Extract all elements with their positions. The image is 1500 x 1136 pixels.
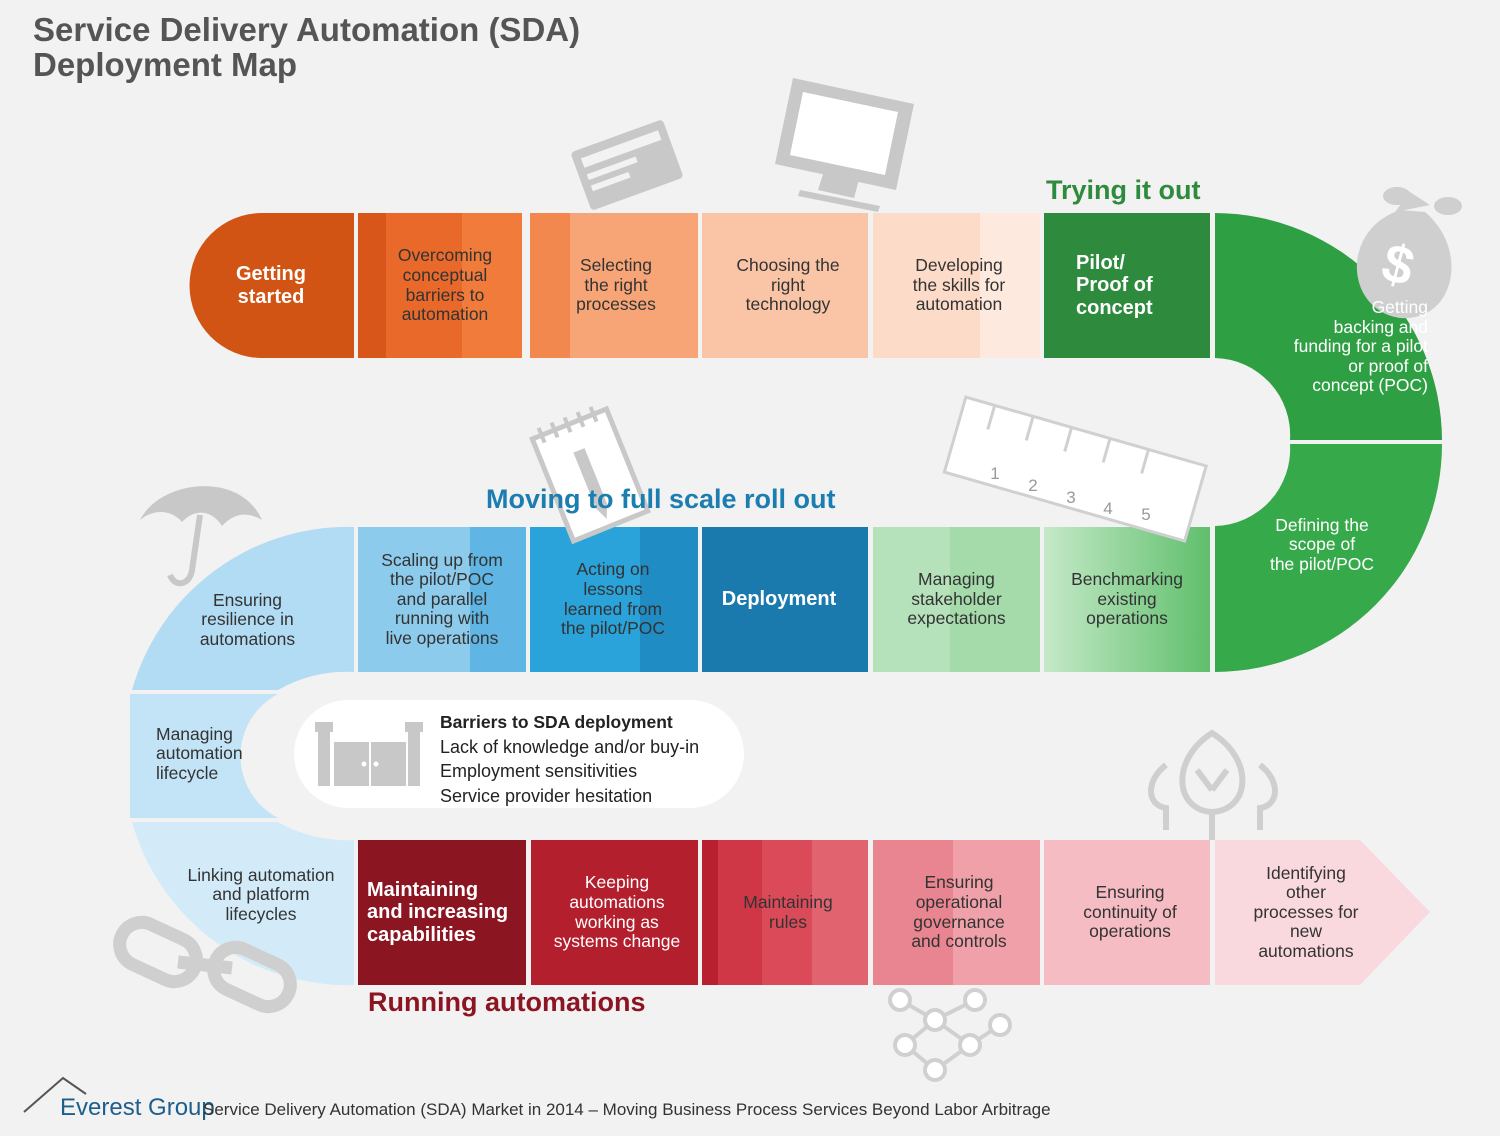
step-benchmarking-shape — [1044, 527, 1210, 672]
phase-running-label: Running automations — [368, 987, 646, 1017]
step-pilot-shape — [1044, 213, 1210, 358]
step-label: Identifying other processes for new auto… — [1253, 862, 1359, 961]
barrier-item: Employment sensitivities — [440, 761, 638, 781]
monitor-icon — [775, 78, 914, 212]
gate-icon — [315, 722, 423, 786]
step-identifying-arrow-shape — [1215, 840, 1430, 985]
ruler-number: 3 — [1066, 488, 1076, 508]
umbrella-icon — [140, 486, 262, 587]
step-label: Defining the scope of the pilot/POC — [1269, 514, 1375, 574]
step-continuity-shape — [1044, 840, 1210, 985]
step-label: Getting started — [236, 263, 306, 308]
network-icon — [888, 988, 1012, 1082]
ruler-icon — [942, 395, 1209, 543]
ruler-number: 2 — [1028, 476, 1038, 496]
step-getting-started-shape — [189, 213, 354, 358]
step-defining-scope-shape — [1215, 444, 1442, 672]
step-label: Deployment — [721, 588, 837, 611]
step-resilience-shape — [132, 526, 354, 690]
step-label: Maintaining and increasing capabilities — [367, 878, 509, 946]
step-linking-shape — [132, 822, 354, 986]
step-label: Linking automation and platform lifecycl… — [187, 864, 335, 924]
trees-icon — [1148, 729, 1278, 840]
everest-group-logo: Everest Group — [60, 1094, 215, 1121]
step-label: Ensuring operational governance and cont… — [911, 872, 1007, 952]
step-keeping-shape — [531, 840, 698, 985]
barrier-item: Service provider hesitation — [440, 785, 653, 806]
phase-rollout-label: Moving to full scale roll out — [486, 484, 836, 514]
step-label: Choosing the right technology — [736, 255, 840, 315]
step-maintaining-cap-shape — [358, 840, 526, 985]
phase-trying-label: Trying it out — [1046, 175, 1201, 205]
everest-logo-mark — [23, 1076, 87, 1113]
step-label: Ensuring resilience in automations — [199, 589, 296, 649]
step-funding-shape — [1215, 213, 1442, 440]
step-label: Keeping automations working as systems c… — [553, 872, 681, 952]
step-deployment-shape — [702, 527, 868, 672]
barrier-item: Lack of knowledge and/or buy-in — [440, 736, 700, 757]
notepad-icon — [529, 405, 651, 545]
money-bag-icon: $ — [1356, 187, 1462, 319]
ruler-number: 1 — [990, 464, 1000, 484]
step-4-shape — [702, 213, 868, 358]
step-label: Managing automation lifecycle — [156, 723, 243, 783]
step-label: Developing the skills for automation — [912, 255, 1006, 315]
step-label: Pilot/ Proof of concept — [1076, 251, 1153, 319]
barriers-list: Barriers to SDA deployment Lack of knowl… — [440, 710, 699, 808]
footer-text: Service Delivery Automation (SDA) Market… — [203, 1100, 1051, 1119]
step-label: Getting backing and funding for a pilot … — [1293, 297, 1428, 396]
step-label: Maintaining rules — [743, 891, 833, 932]
ruler-number: 4 — [1103, 499, 1113, 519]
step-label: Ensuring continuity of operations — [1083, 882, 1177, 942]
ruler-number: 5 — [1141, 508, 1151, 522]
chain-link-icon — [113, 915, 297, 1014]
id-card-icon — [571, 120, 683, 210]
step-label: Managing stakeholder expectations — [907, 569, 1006, 629]
step-label: Acting on lessons learned from the pilot… — [560, 559, 666, 639]
step-label: Benchmarking existing operations — [1071, 569, 1183, 629]
step-label: Overcoming conceptual barriers to automa… — [397, 245, 493, 325]
step-label: Selecting the right processes — [576, 255, 656, 315]
page-title: Service Delivery Automation (SDA) Deploy… — [33, 11, 581, 83]
step-label: Scaling up from the pilot/POC and parall… — [381, 549, 503, 648]
barriers-heading: Barriers to SDA deployment — [440, 712, 673, 732]
step-lifecycle-shape — [130, 694, 278, 818]
